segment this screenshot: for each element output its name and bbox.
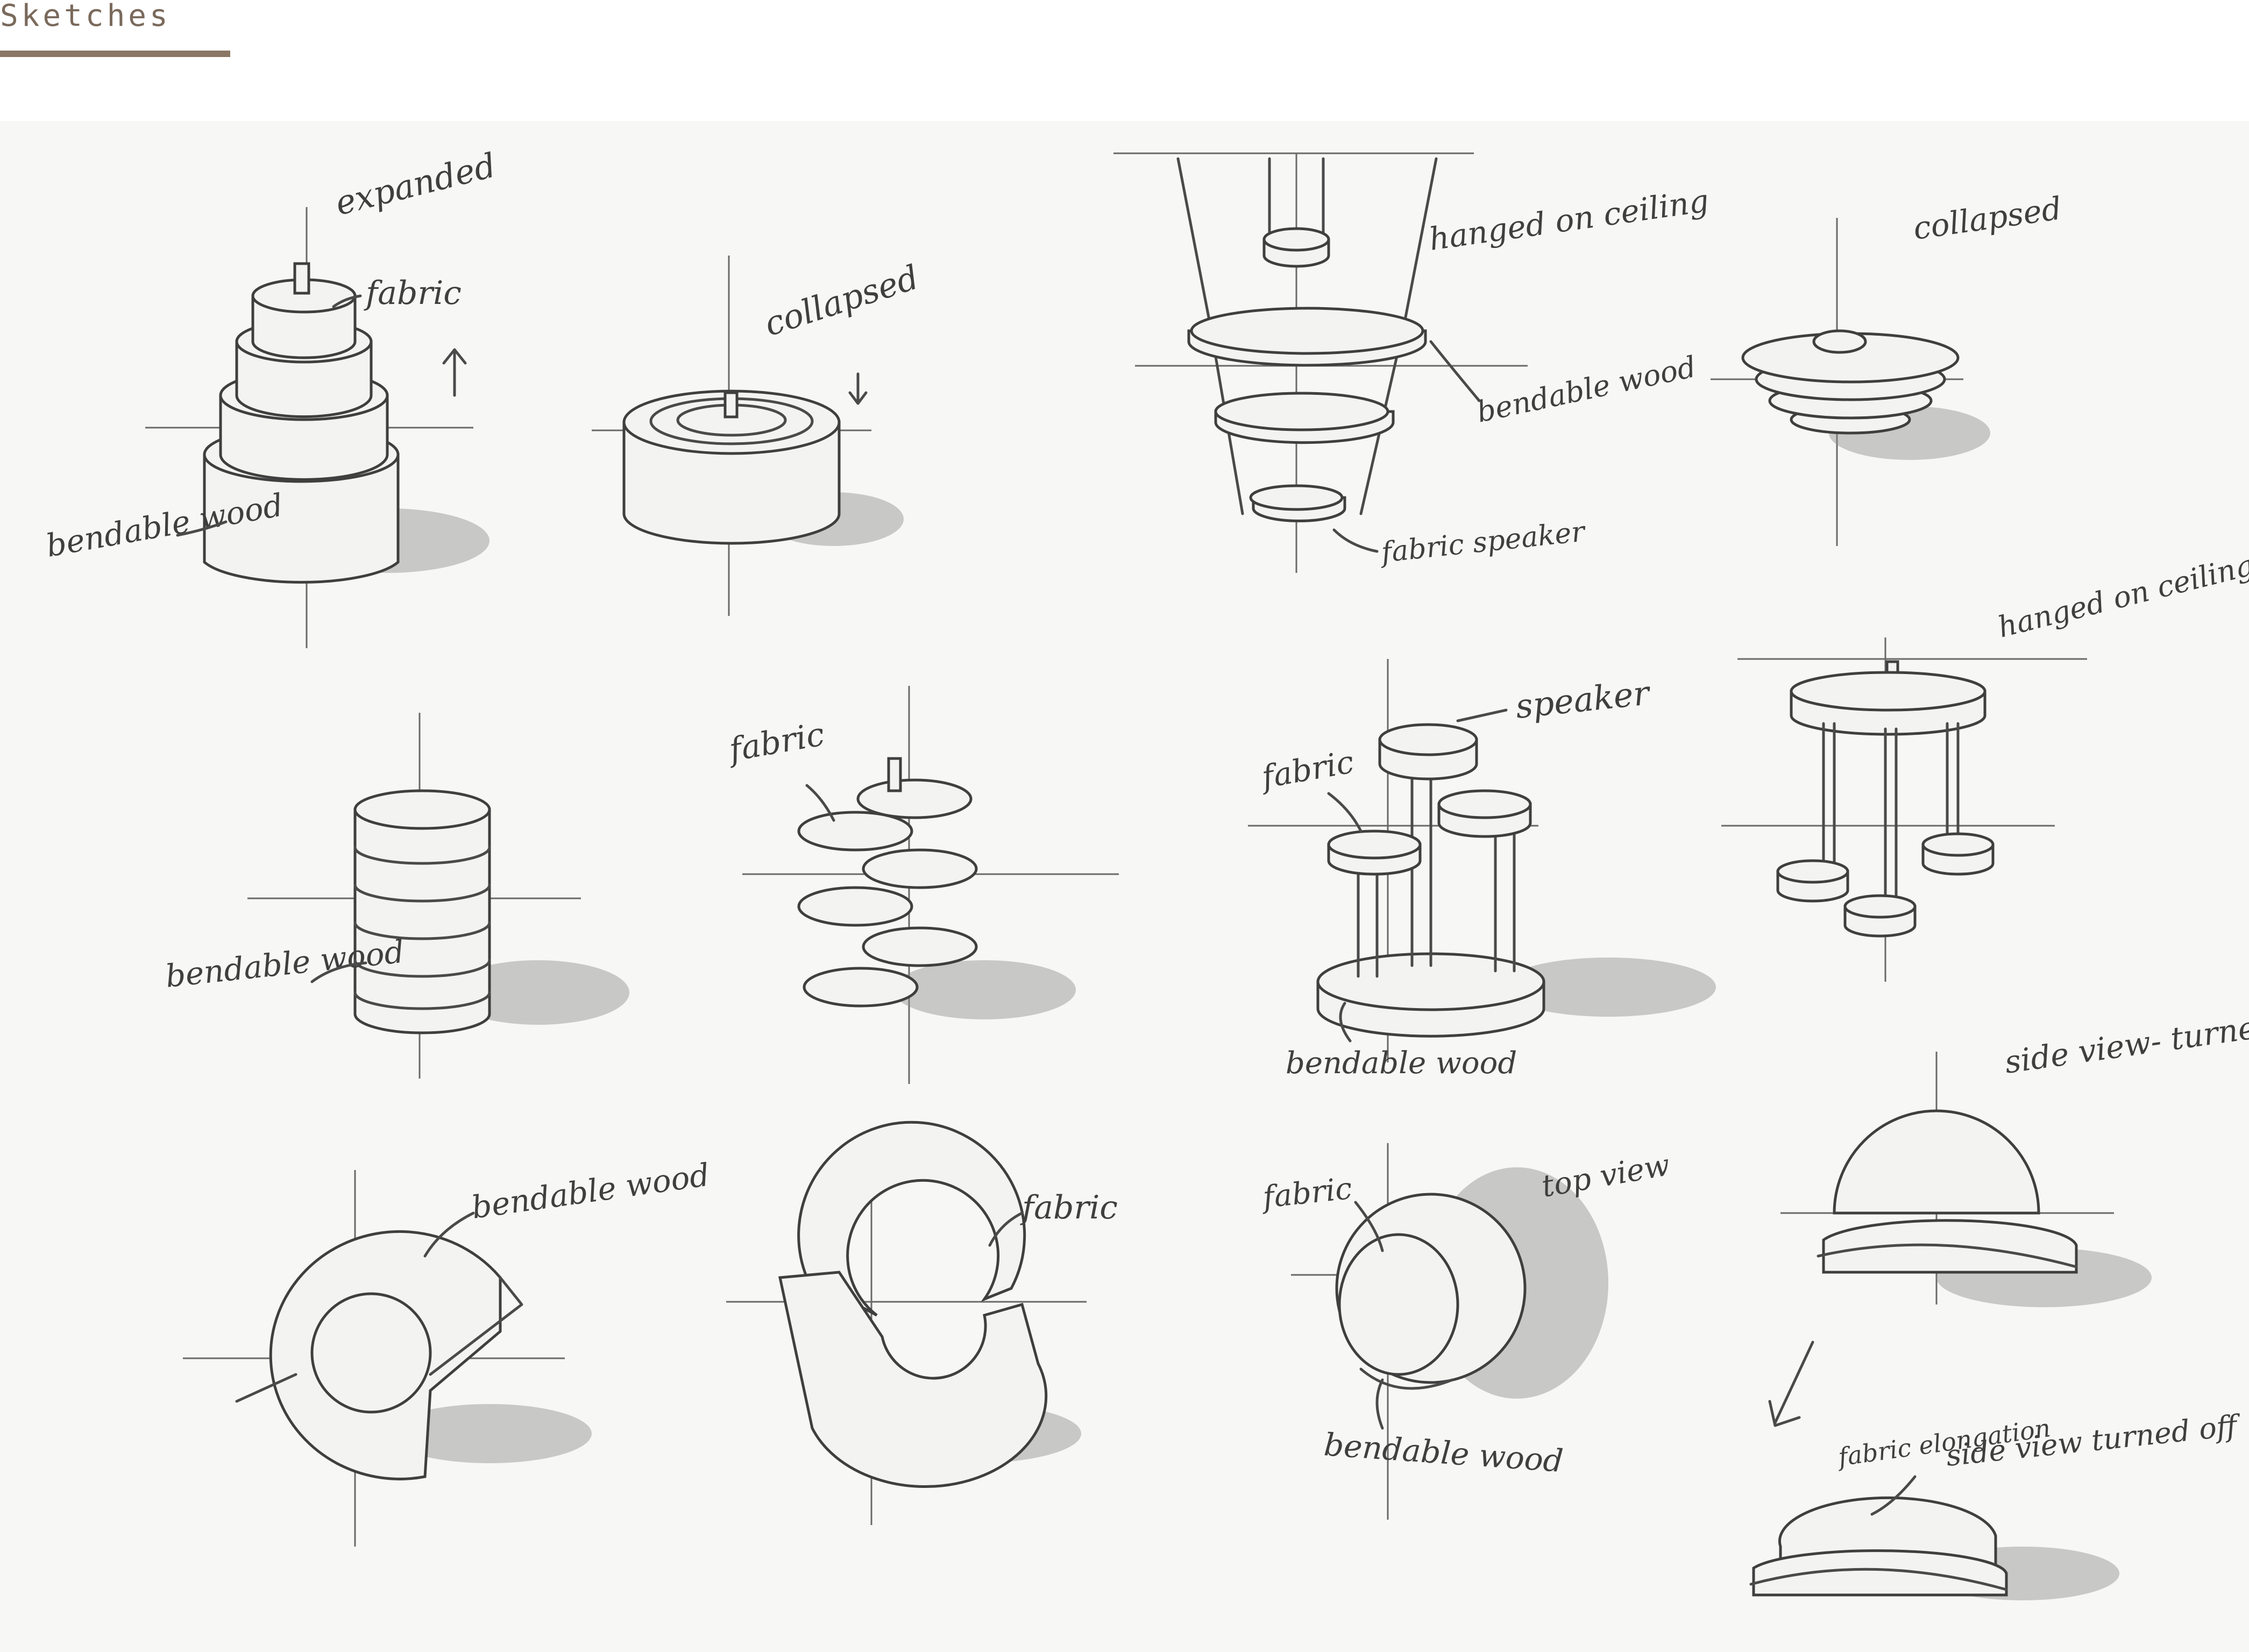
label-collapsed: collapsed [760, 257, 924, 344]
sketch-open-ring: fabric [726, 1121, 1118, 1525]
label-bendable-wood-9: bendable wood [469, 1157, 712, 1226]
label-fabric-11: fabric [1259, 1171, 1354, 1215]
sketch-image: expanded fabric bendable wood collapsed [0, 121, 2249, 1652]
sketch-spiral: bendable wood [183, 1157, 712, 1547]
section-title-underline [0, 51, 230, 57]
label-collapsed-4: collapsed [1911, 190, 2063, 247]
sketch-twisted-stack: fabric [725, 686, 1119, 1084]
sketch-top-view: top view fabric bendable wood [1259, 1143, 1672, 1520]
sketch-speakers-on-base: speaker fabric bendable wood [1248, 659, 1716, 1081]
sketch-hanging-pendants: hanged on ceiling [1721, 548, 2249, 982]
sketch-drawing: expanded fabric bendable wood collapsed [44, 145, 2249, 1600]
label-fabric-6: fabric [725, 715, 827, 770]
label-fabric: fabric [364, 274, 462, 312]
label-expanded: expanded [331, 145, 500, 223]
label-speaker: speaker [1514, 673, 1653, 726]
sketch-collapsed-hanging: collapsed [1711, 190, 2064, 546]
label-fabric-speaker: fabric speaker [1378, 515, 1588, 569]
sketch-expanded-stack: expanded fabric bendable wood [44, 145, 500, 648]
label-bendable-wood-11: bendable wood [1323, 1426, 1564, 1479]
label-fabric-7: fabric [1257, 743, 1357, 796]
sketch-tall-column: bendable wood [164, 713, 629, 1079]
label-side-view-turned-off: side view turned off [1945, 1408, 2243, 1473]
label-fabric-10: fabric [1020, 1189, 1118, 1226]
label-side-view-turned-on: side view- turned on [2002, 999, 2249, 1081]
label-hanged-on-ceiling-8: hanged on ceiling [1995, 548, 2249, 644]
label-bendable-wood-7: bendable wood [1286, 1046, 1517, 1081]
sketch-hanged-ceiling: hanged on ceiling bendable wood fabric s… [1113, 152, 1711, 573]
sketch-side-views: side view- turned on fabric elongation s… [1749, 999, 2249, 1600]
label-bendable-wood-3: bendable wood [1474, 350, 1699, 429]
label-hanged-on-ceiling: hanged on ceiling [1427, 182, 1711, 258]
section-title: Sketches [0, 0, 171, 33]
label-top-view: top view [1539, 1147, 1672, 1204]
sketch-collapsed: collapsed [592, 256, 924, 616]
